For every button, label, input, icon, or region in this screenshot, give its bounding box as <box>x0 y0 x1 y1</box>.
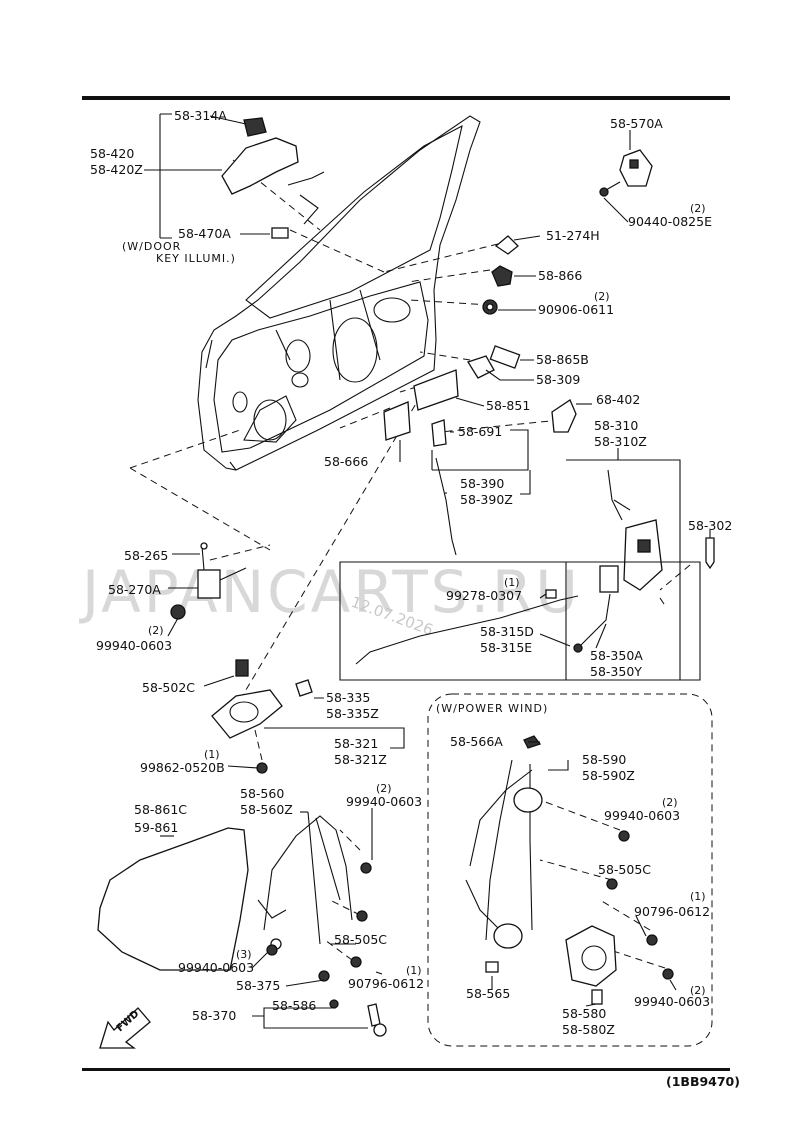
manual-regulator-part <box>257 811 372 982</box>
bottom-rule <box>82 1068 730 1071</box>
qty-99940-e: (2) <box>690 984 706 997</box>
label-58-370: 58-370 <box>192 1008 236 1023</box>
label-58-851: 58-851 <box>486 398 530 413</box>
label-58-586: 58-586 <box>272 998 316 1013</box>
bumper-part <box>551 399 577 433</box>
label-58-560Z: 58-560Z <box>240 802 293 817</box>
label-58-565: 58-565 <box>466 986 510 1001</box>
label-58-390Z: 58-390Z <box>460 492 513 507</box>
door-lock-part <box>573 469 665 653</box>
label-58-302: 58-302 <box>688 518 732 533</box>
label-58-502C: 58-502C <box>142 680 195 695</box>
label-58-420Z: 58-420Z <box>90 162 143 177</box>
label-58-580: 58-580 <box>562 1006 606 1021</box>
label-58-350A: 58-350A <box>590 648 643 663</box>
label-58-590Z: 58-590Z <box>582 768 635 783</box>
label-58-580Z: 58-580Z <box>562 1022 615 1037</box>
label-58-390: 58-390 <box>460 476 504 491</box>
watermark: JAPANCARTS.RU <box>79 558 581 626</box>
label-58-865B: 58-865B <box>536 352 589 367</box>
label-99940-0603-d: 99940-0603 <box>178 960 254 975</box>
label-58-270A: 58-270A <box>108 582 161 597</box>
qty-90796-a: (1) <box>690 890 706 903</box>
door-glass-part <box>97 827 249 971</box>
note-power-wind: (W/POWER WIND) <box>436 702 548 715</box>
label-58-321: 58-321 <box>334 736 378 751</box>
label-58-321Z: 58-321Z <box>334 752 387 767</box>
label-58-590: 58-590 <box>582 752 626 767</box>
qty-99940-d: (3) <box>236 948 252 961</box>
striker-part <box>599 149 653 197</box>
label-58-470A: 58-470A <box>178 226 231 241</box>
clip-parts <box>482 235 519 315</box>
label-58-420: 58-420 <box>90 146 134 161</box>
label-90796-0612-a: 90796-0612 <box>634 904 710 919</box>
label-58-505C-b: 58-505C <box>334 932 387 947</box>
door-panel <box>197 115 481 471</box>
label-58-309: 58-309 <box>536 372 580 387</box>
label-99940-0603-e: 99940-0603 <box>634 994 710 1009</box>
fwd-arrow: FWD <box>99 1007 151 1049</box>
label-58-560: 58-560 <box>240 786 284 801</box>
qty-99940-b: (2) <box>376 782 392 795</box>
drawing-code: (1BB9470) <box>666 1074 740 1089</box>
window-crank-part <box>329 999 387 1037</box>
label-51-274H: 51-274H <box>546 228 600 243</box>
top-rule <box>82 96 730 100</box>
label-58-265: 58-265 <box>124 548 168 563</box>
qty-99278: (1) <box>504 576 520 589</box>
rod-box-frame <box>339 561 701 681</box>
qty-90906: (2) <box>594 290 610 303</box>
lock-rod-part <box>431 419 457 556</box>
label-58-310Z: 58-310Z <box>594 434 647 449</box>
label-99940-0603-a: 99940-0603 <box>96 638 172 653</box>
callout-lines <box>144 113 711 1029</box>
label-58-315D: 58-315D <box>480 624 534 639</box>
label-58-861C: 58-861C <box>134 802 187 817</box>
label-58-691: 58-691 <box>458 424 502 439</box>
label-58-866: 58-866 <box>538 268 582 283</box>
label-58-375: 58-375 <box>236 978 280 993</box>
power-regulator-part <box>465 735 674 1005</box>
part-labels: 58-314A 58-420 58-420Z 58-470A (W/DOOR K… <box>90 108 740 1089</box>
label-68-402: 68-402 <box>596 392 640 407</box>
outer-handle-part <box>221 117 325 239</box>
label-58-335: 58-335 <box>326 690 370 705</box>
qty-99940-c: (2) <box>662 796 678 809</box>
hinge-part <box>170 542 247 620</box>
note-door-key-1: (W/DOOR <box>122 240 181 253</box>
lock-screw-part <box>705 537 715 570</box>
label-99940-0603-b: 99940-0603 <box>346 794 422 809</box>
inner-handle-part <box>211 659 313 774</box>
note-door-key-2: KEY ILLUMI.) <box>156 252 236 265</box>
label-99862-0520B: 99862-0520B <box>140 760 225 775</box>
qty-90796-b: (1) <box>406 964 422 977</box>
label-58-570A: 58-570A <box>610 116 663 131</box>
label-90796-0612-b: 90796-0612 <box>348 976 424 991</box>
rod-clip-part <box>545 589 557 599</box>
label-58-505C-a: 58-505C <box>598 862 651 877</box>
label-58-335Z: 58-335Z <box>326 706 379 721</box>
label-99940-0603-c: 99940-0603 <box>604 808 680 823</box>
seal-parts <box>383 369 459 441</box>
rod-part <box>355 595 579 665</box>
lock-box-frame <box>565 459 681 681</box>
qty-99940-a: (2) <box>148 624 164 637</box>
label-58-314A: 58-314A <box>174 108 227 123</box>
label-58-566A: 58-566A <box>450 734 503 749</box>
label-90440-0825E: 90440-0825E <box>628 214 712 229</box>
label-59-861: 59-861 <box>134 820 178 835</box>
label-90906-0611: 90906-0611 <box>538 302 614 317</box>
qty-99862: (1) <box>204 748 220 761</box>
speaker-part <box>467 345 521 379</box>
label-99278-0307: 99278-0307 <box>446 588 522 603</box>
label-58-666: 58-666 <box>324 454 368 469</box>
label-58-310: 58-310 <box>594 418 638 433</box>
label-58-350Y: 58-350Y <box>590 664 642 679</box>
power-window-box <box>427 693 713 1047</box>
qty-90440: (2) <box>690 202 706 215</box>
label-58-315E: 58-315E <box>480 640 532 655</box>
